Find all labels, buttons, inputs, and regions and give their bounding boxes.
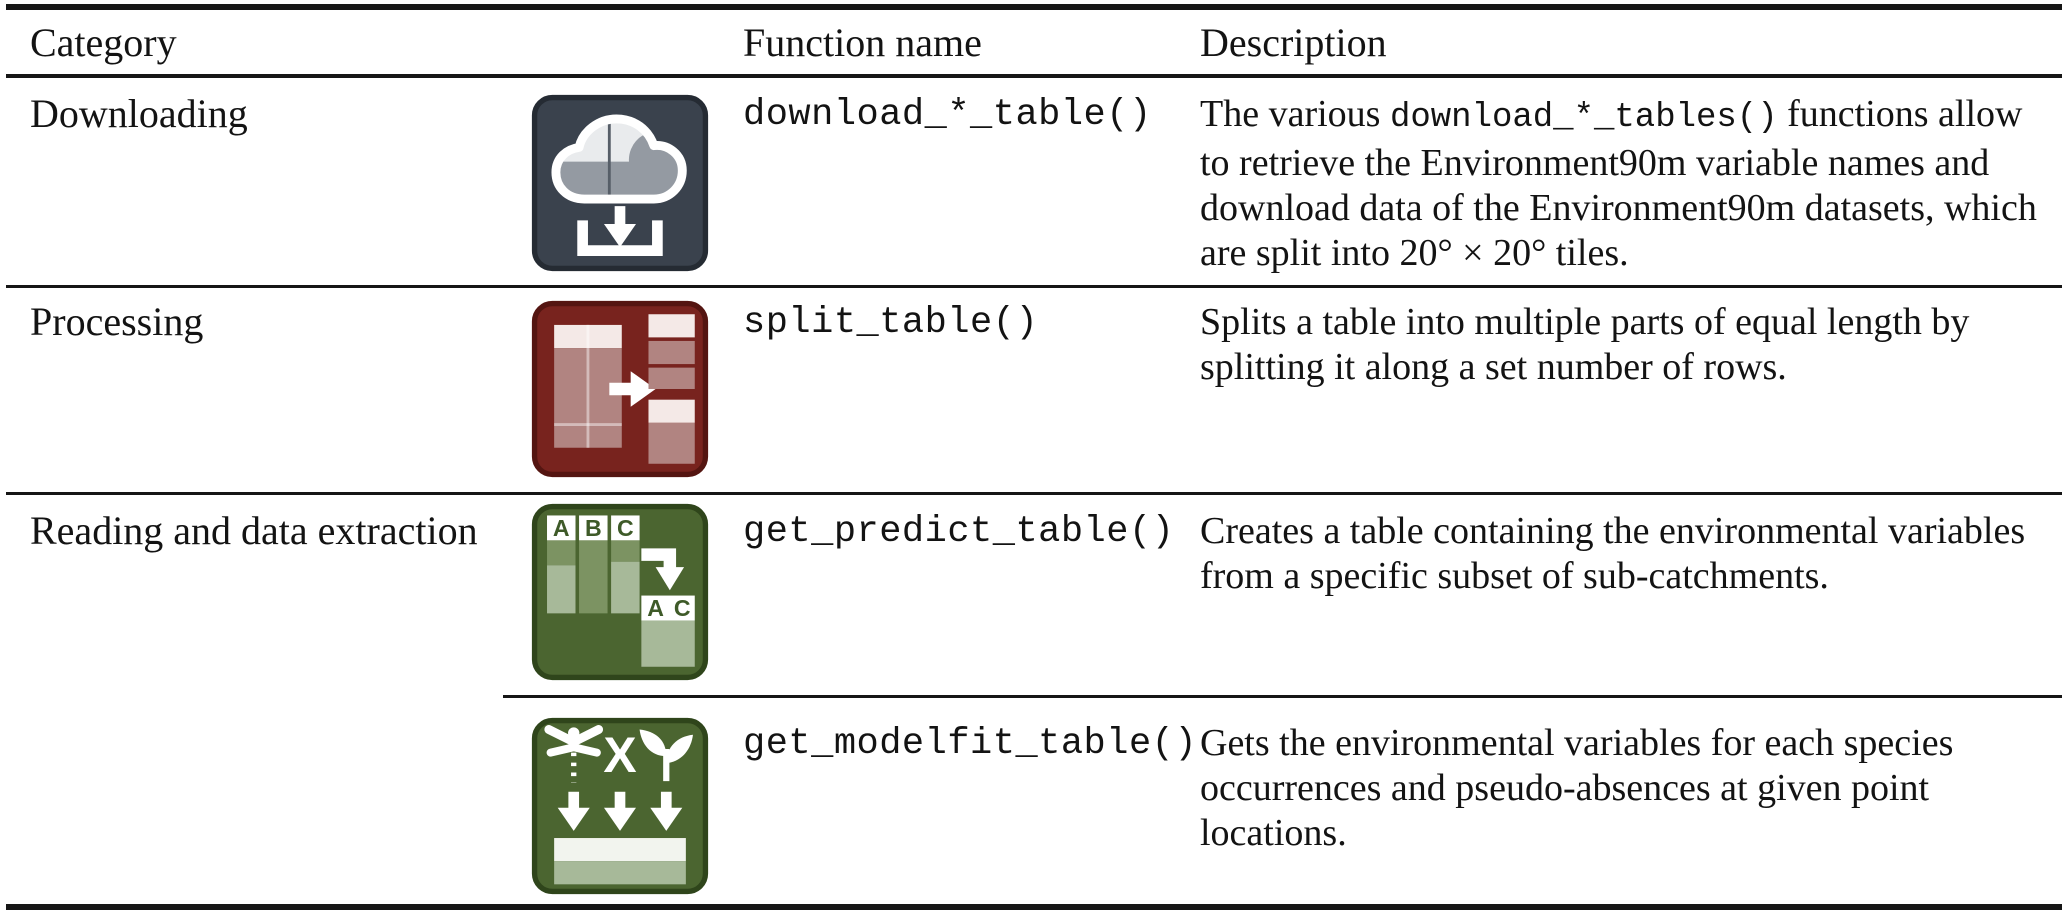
functions-table: Category Function name Description Downl… bbox=[6, 4, 2062, 910]
svg-text:A: A bbox=[647, 595, 664, 621]
table-row: Processing split_table() Splits a table i… bbox=[6, 288, 2062, 495]
description-text-segment: The various bbox=[1200, 93, 1390, 135]
category-cell: Reading and data extraction bbox=[30, 508, 478, 553]
table-header-row: Category Function name Description bbox=[6, 10, 2062, 78]
header-description: Description bbox=[1200, 19, 1387, 65]
svg-text:C: C bbox=[674, 595, 691, 621]
split-table-icon bbox=[530, 300, 710, 478]
function-name: get_modelfit_table() bbox=[743, 723, 1198, 765]
table-row: Reading and data extraction A B C A C ge… bbox=[6, 495, 2062, 695]
function-icon-cell: X bbox=[530, 717, 743, 895]
description-cell: Splits a table into multiple parts of eq… bbox=[1200, 300, 2062, 390]
description-cell: The various download_*_tables() function… bbox=[1200, 92, 2062, 276]
table-row: Downloading download_*_table() The variou… bbox=[6, 78, 2062, 288]
category-cell: Downloading bbox=[30, 91, 248, 136]
header-function-name: Function name bbox=[743, 19, 982, 65]
svg-text:X: X bbox=[603, 727, 636, 783]
function-icon-cell bbox=[530, 300, 743, 478]
svg-text:B: B bbox=[585, 515, 602, 541]
description-text-segment: Gets the environmental variables for eac… bbox=[1200, 722, 1954, 854]
description-cell: Creates a table containing the environme… bbox=[1200, 509, 2062, 599]
cloud-download-icon bbox=[530, 94, 710, 272]
description-text-segment: Splits a table into multiple parts of eq… bbox=[1200, 301, 1970, 388]
function-name: split_table() bbox=[743, 302, 1039, 344]
function-icon-cell bbox=[530, 92, 743, 272]
description-cell: Gets the environmental variables for eac… bbox=[1200, 721, 2062, 856]
category-cell: Processing bbox=[30, 299, 204, 344]
description-code-segment: download_*_tables() bbox=[1389, 99, 1778, 137]
function-name: download_*_table() bbox=[743, 94, 1152, 136]
predict-table-icon: A B C A C bbox=[530, 503, 710, 681]
function-name: get_predict_table() bbox=[743, 511, 1175, 553]
table-row: X get_modelfit_table()Gets the environme… bbox=[6, 695, 2062, 904]
description-text-segment: Creates a table containing the environme… bbox=[1200, 510, 2026, 597]
function-icon-cell: A B C A C bbox=[530, 503, 743, 681]
svg-text:C: C bbox=[617, 515, 634, 541]
header-category: Category bbox=[30, 19, 177, 65]
svg-text:A: A bbox=[553, 515, 570, 541]
modelfit-table-icon: X bbox=[530, 717, 710, 895]
description-text-segment: functions allow to retrieve the Environm… bbox=[1200, 93, 2037, 274]
table-body: Downloading download_*_table() The variou… bbox=[6, 78, 2062, 904]
partial-row-divider bbox=[503, 695, 2062, 698]
